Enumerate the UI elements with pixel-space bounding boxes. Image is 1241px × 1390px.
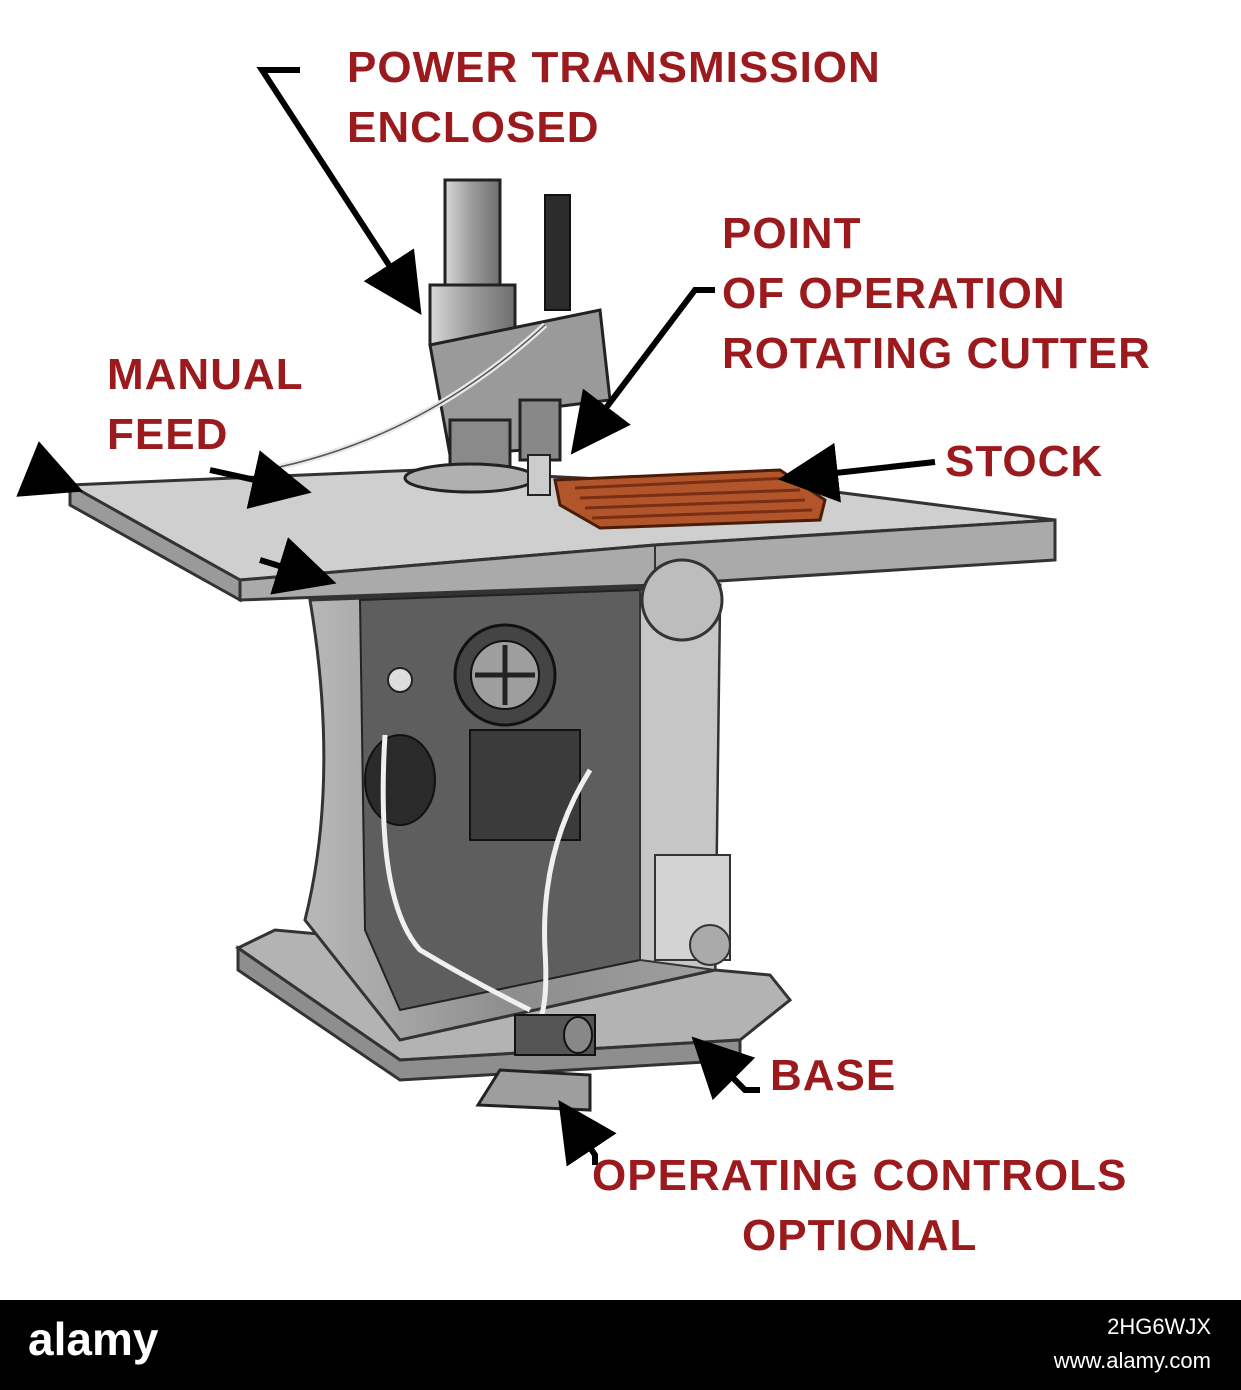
arrow-manual-feed-side <box>30 470 72 487</box>
label-point-of-operation-line-2: OF OPERATION <box>722 264 1151 324</box>
label-point-of-operation-line-1: POINT <box>722 204 1151 264</box>
site-url: www.alamy.com <box>1054 1348 1211 1374</box>
spindle-head <box>265 180 610 495</box>
image-id: 2HG6WJX <box>1107 1314 1211 1340</box>
arrow-stock <box>790 462 935 478</box>
label-base: BASE <box>770 1046 896 1106</box>
label-power-transmission-line-1: POWER TRANSMISSION <box>347 38 881 98</box>
label-point-of-operation-line-3: ROTATING CUTTER <box>722 324 1151 384</box>
label-operating-controls-line-1: OPERATING CONTROLS <box>592 1146 1127 1206</box>
stock-workpiece <box>555 470 825 528</box>
label-point-of-operation: POINT OF OPERATION ROTATING CUTTER <box>722 204 1151 384</box>
watermark-footer: alamy 2HG6WJX www.alamy.com <box>0 1300 1241 1390</box>
label-operating-controls: OPERATING CONTROLS OPTIONAL <box>592 1146 1127 1266</box>
label-base-text: BASE <box>770 1046 896 1106</box>
shaper-machine-diagram <box>0 0 1241 1300</box>
label-manual-feed-line-2: FEED <box>107 405 304 465</box>
machine-pedestal <box>305 585 730 1040</box>
label-stock: STOCK <box>945 432 1103 492</box>
arrow-operating-controls <box>565 1110 595 1165</box>
label-operating-controls-line-2: OPTIONAL <box>592 1206 1127 1266</box>
label-power-transmission: POWER TRANSMISSION ENCLOSED <box>347 38 881 158</box>
label-power-transmission-line-2: ENCLOSED <box>347 98 881 158</box>
label-manual-feed: MANUAL FEED <box>107 345 304 465</box>
label-stock-text: STOCK <box>945 432 1103 492</box>
alamy-logo: alamy <box>28 1312 158 1366</box>
label-manual-feed-line-1: MANUAL <box>107 345 304 405</box>
